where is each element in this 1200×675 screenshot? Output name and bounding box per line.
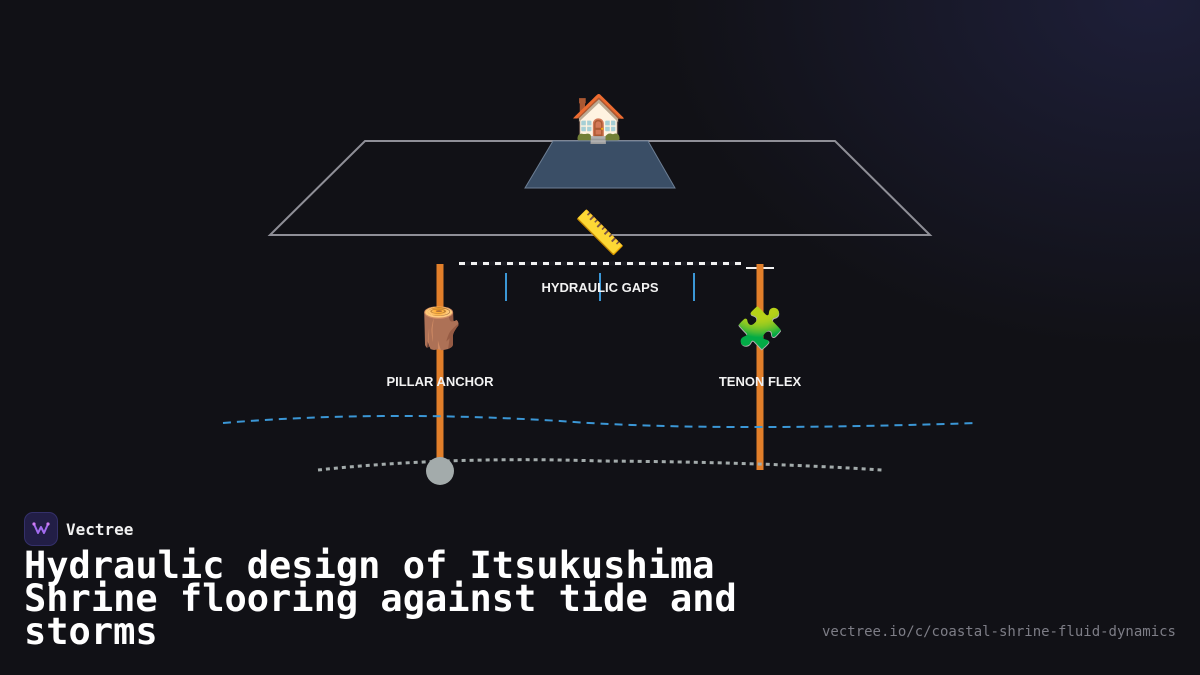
brand: Vectree	[24, 512, 133, 546]
brand-name: Vectree	[66, 519, 134, 539]
puzzle-icon: 🧩	[735, 305, 785, 352]
central-floor	[524, 140, 676, 189]
page-title: Hydraulic design of Itsukushima Shrine f…	[24, 544, 737, 653]
water-line	[222, 414, 978, 429]
page-url[interactable]: vectree.io/c/coastal-shrine-fluid-dynami…	[821, 624, 1176, 640]
ground-line	[317, 458, 883, 472]
hydraulic-gaps-label: HYDRAULIC GAPS	[541, 280, 658, 295]
ruler-icon: 📏	[574, 208, 626, 257]
log-icon: 🪵	[415, 305, 465, 352]
brand-logo-icon	[24, 512, 58, 546]
house-icon: 🏠	[570, 91, 627, 145]
tenon-flex-label: TENON FLEX	[719, 374, 802, 389]
platform-outline	[267, 140, 933, 236]
pillar-anchor-label: PILLAR ANCHOR	[386, 374, 494, 389]
pillar-anchor-foot	[426, 457, 454, 485]
